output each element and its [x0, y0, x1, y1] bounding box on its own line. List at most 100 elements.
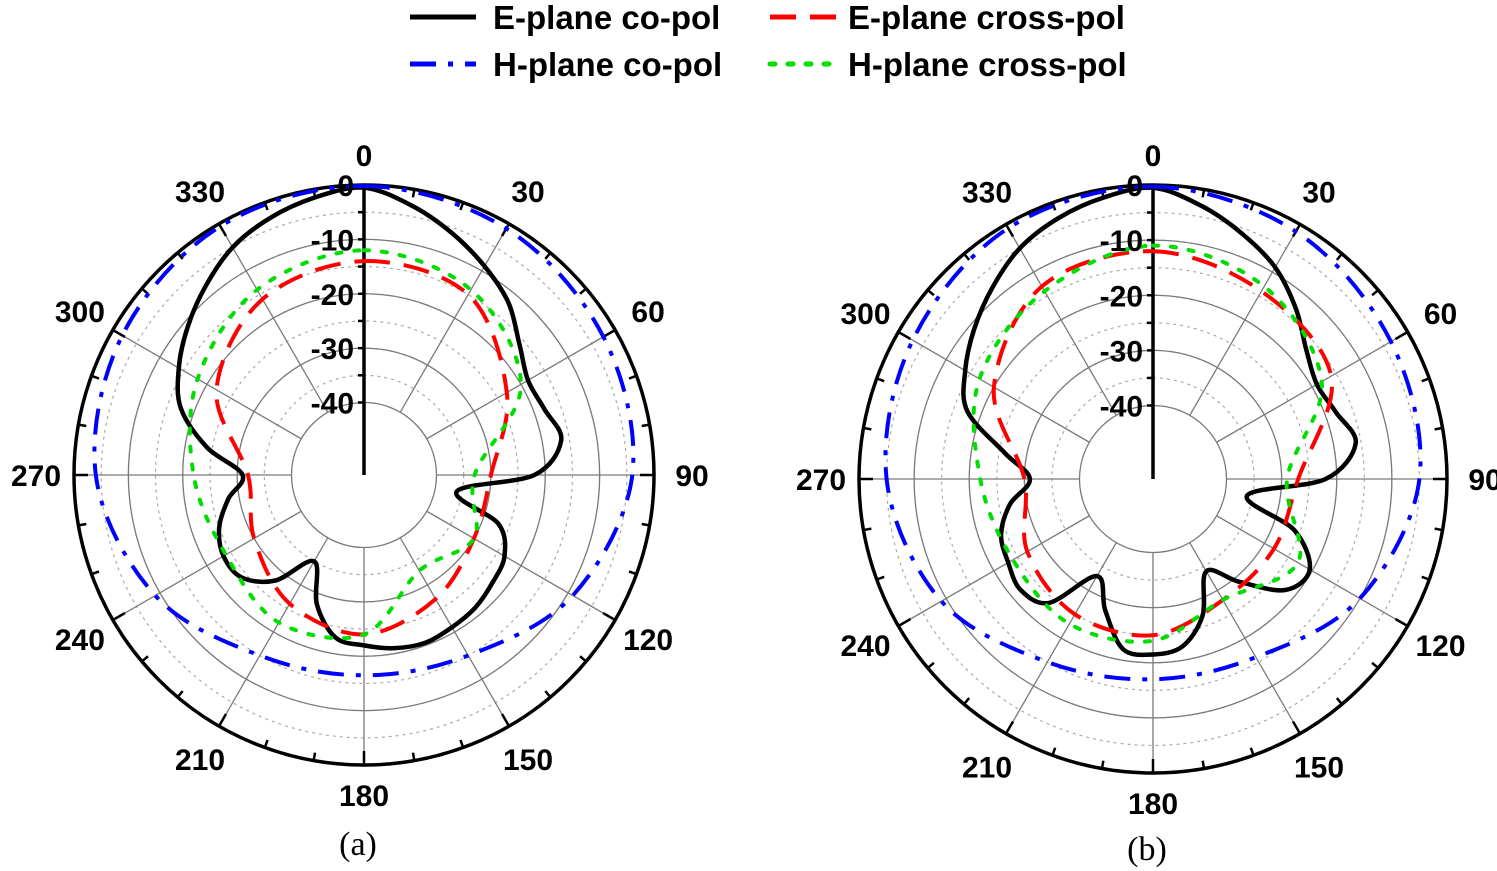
angle-tick — [863, 527, 872, 532]
radial-label-20: -20 — [1100, 280, 1143, 313]
angle-label-120: 120 — [623, 624, 673, 657]
angle-label-330: 330 — [175, 176, 225, 209]
angle-tick — [1100, 760, 1105, 769]
angle-tick — [1371, 289, 1380, 297]
series-h-plane-cross-pol — [971, 243, 1324, 644]
angle-tick — [263, 202, 269, 211]
angle-tick — [1394, 330, 1409, 341]
angle-label-300: 300 — [55, 296, 105, 329]
angle-label-90: 90 — [675, 460, 708, 493]
angle-tick — [1421, 377, 1430, 383]
angle-label-180: 180 — [1128, 788, 1178, 821]
angle-tick — [579, 287, 587, 295]
angle-label-330: 330 — [962, 177, 1012, 210]
angle-tick — [91, 374, 100, 380]
series-e-plane-cross-pol — [214, 259, 510, 637]
angle-label-90: 90 — [1468, 464, 1497, 497]
angle-tick — [628, 374, 637, 380]
angle-tick — [1249, 747, 1255, 756]
angle-tick — [263, 739, 269, 748]
angle-tick — [544, 690, 552, 698]
angle-tick — [897, 617, 912, 628]
angle-tick — [459, 739, 465, 748]
angle-tick — [641, 522, 650, 527]
legend-label-h-plane-co-pol: H-plane co-pol — [493, 46, 722, 83]
angle-tick — [1421, 575, 1430, 581]
angle-tick — [78, 423, 87, 428]
angle-tick — [1051, 747, 1057, 756]
angle-tick — [1291, 720, 1302, 735]
angle-tick — [500, 713, 511, 727]
angle-tick — [112, 328, 126, 339]
angle-tick — [876, 575, 885, 581]
angle-label-120: 120 — [1415, 630, 1465, 663]
legend-label-e-plane-cross-pol: E-plane cross-pol — [848, 0, 1125, 36]
angle-tick — [926, 289, 935, 297]
angle-tick — [1335, 697, 1343, 706]
angle-label-60: 60 — [1424, 298, 1457, 331]
series-h-plane-co-pol — [883, 184, 1423, 682]
angle-tick — [1434, 527, 1443, 532]
angle-label-240: 240 — [840, 630, 890, 663]
angle-tick — [312, 752, 317, 761]
angle-tick — [1004, 720, 1015, 735]
radial-label-10: -10 — [1100, 225, 1143, 258]
angle-tick — [1394, 617, 1409, 628]
angle-tick — [602, 611, 616, 622]
angle-tick — [963, 697, 971, 706]
radial-label-0: 0 — [337, 170, 354, 203]
angle-tick — [91, 570, 100, 576]
angle-tick — [628, 570, 637, 576]
radial-label-0: 0 — [1126, 170, 1143, 203]
angle-label-270: 270 — [796, 464, 846, 497]
angle-tick — [641, 423, 650, 428]
angle-label-270: 270 — [11, 460, 61, 493]
series-e-plane-co-pol — [961, 185, 1358, 658]
angle-tick — [544, 252, 552, 260]
series-h-plane-co-pol — [92, 184, 636, 678]
angle-label-30: 30 — [511, 176, 544, 209]
angle-tick — [176, 252, 184, 260]
plot-caption: (b) — [1127, 831, 1167, 868]
angle-label-0: 0 — [356, 140, 373, 173]
radial-label-20: -20 — [311, 279, 354, 312]
angle-tick — [1335, 252, 1343, 261]
angle-tick — [78, 522, 87, 527]
angle-tick — [112, 611, 126, 622]
angle-label-240: 240 — [55, 624, 105, 657]
radial-label-40: -40 — [311, 388, 354, 421]
angle-tick — [1051, 202, 1057, 211]
angle-tick — [217, 223, 228, 237]
angle-label-60: 60 — [631, 296, 664, 329]
angle-tick — [176, 690, 184, 698]
angle-tick — [1201, 760, 1206, 769]
angle-tick — [897, 330, 912, 341]
angle-tick — [1004, 223, 1015, 238]
legend-label-e-plane-co-pol: E-plane co-pol — [493, 0, 720, 36]
angle-tick — [579, 655, 587, 663]
angle-tick — [1371, 661, 1380, 669]
angle-label-150: 150 — [503, 744, 553, 777]
angle-label-30: 30 — [1302, 177, 1335, 210]
angle-label-210: 210 — [962, 752, 1012, 785]
angle-label-300: 300 — [840, 298, 890, 331]
angle-tick — [1434, 426, 1443, 431]
angle-tick — [1249, 202, 1255, 211]
legend-label-h-plane-cross-pol: H-plane cross-pol — [848, 46, 1127, 83]
angle-label-180: 180 — [339, 780, 389, 813]
angle-tick — [411, 752, 416, 761]
angle-tick — [1201, 189, 1206, 198]
radial-label-30: -30 — [1100, 335, 1143, 368]
series-e-plane-co-pol — [175, 185, 564, 651]
series-e-plane-cross-pol — [991, 249, 1335, 638]
angle-tick — [963, 252, 971, 261]
angle-tick — [459, 202, 465, 211]
angle-tick — [217, 713, 228, 727]
angle-tick — [876, 377, 885, 383]
radial-label-40: -40 — [1100, 391, 1143, 424]
radial-label-10: -10 — [311, 224, 354, 257]
